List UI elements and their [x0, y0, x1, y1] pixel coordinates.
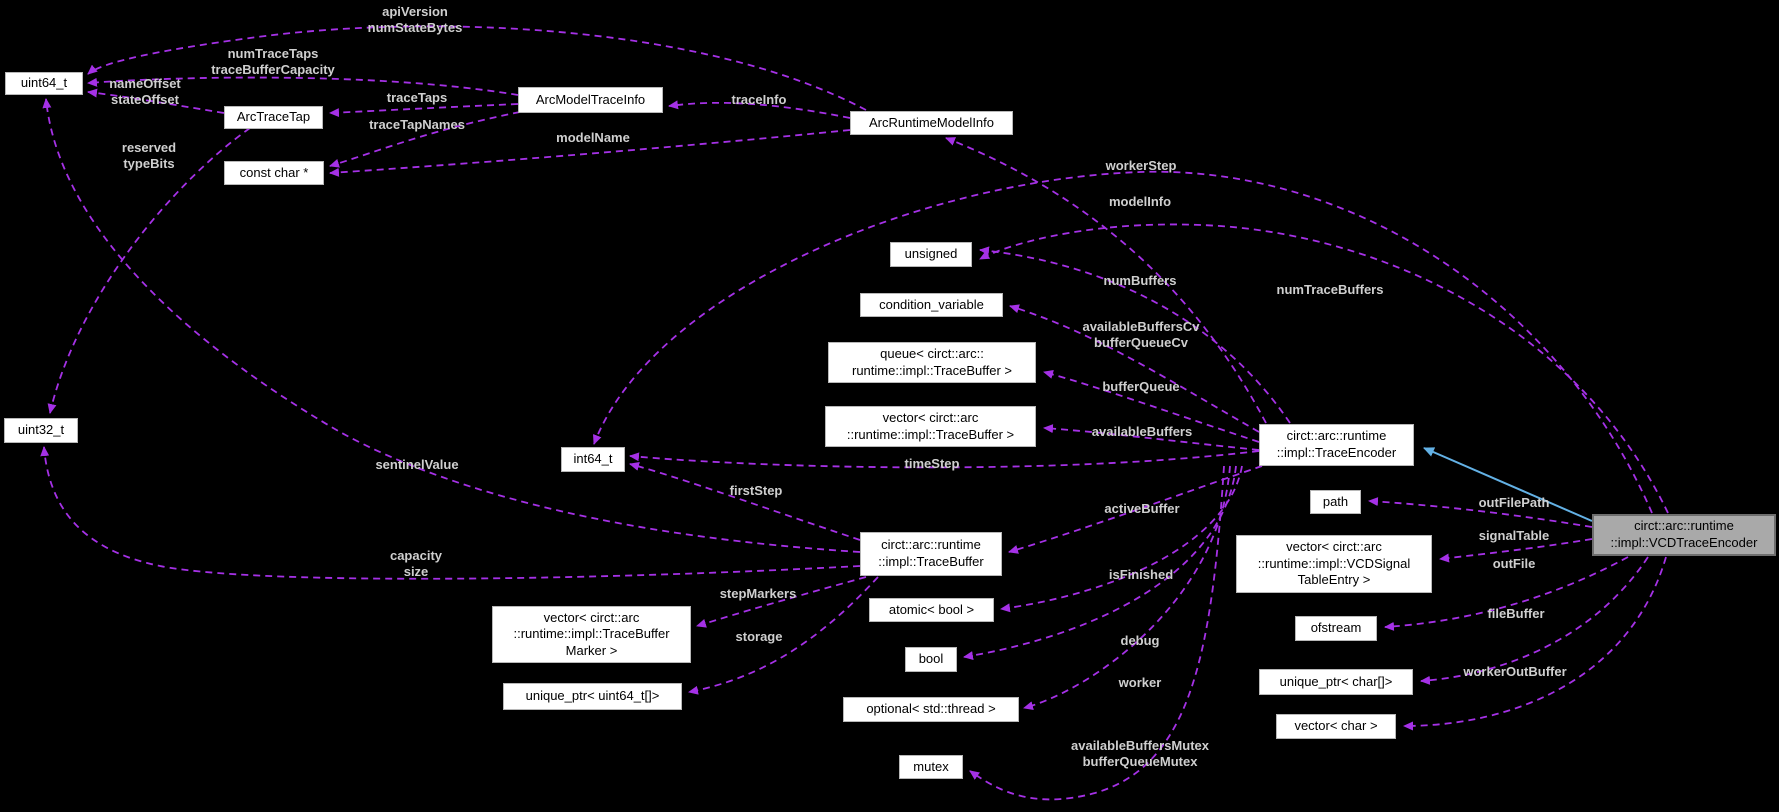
edge-label-numtracetaps: numTraceTaps traceBufferCapacity: [211, 46, 335, 77]
edge-tracetaps: [329, 103, 519, 118]
edge-nameoffset: [87, 88, 225, 114]
node-vcdtraceencoder[interactable]: circt::arc::runtime ::impl::VCDTraceEnco…: [1592, 514, 1776, 556]
edge-label-workeroutbuffer: workerOutBuffer: [1463, 664, 1567, 679]
edge-label-sentinelvalue: sentinelValue: [375, 457, 459, 472]
node-int64-t[interactable]: int64_t: [561, 447, 625, 472]
node-unique-ptr-uint64[interactable]: unique_ptr< uint64_t[]>: [503, 683, 682, 710]
edge-numtracebuffers: [979, 223, 1669, 514]
node-optional-thread[interactable]: optional< std::thread >: [843, 697, 1019, 722]
edge-label-outfilepath: outFilePath: [1478, 495, 1550, 510]
edge-label-numbuffers: numBuffers: [1103, 273, 1177, 288]
edge-outfile: [1384, 556, 1629, 631]
node-traceencoder[interactable]: circt::arc::runtime ::impl::TraceEncoder: [1259, 424, 1414, 466]
edge-label-mutexes: availableBuffersMutex bufferQueueMutex: [1071, 738, 1209, 769]
edge-label-availablebufferscv: availableBuffersCv bufferQueueCv: [1082, 319, 1200, 350]
edge-activebuffer: [1008, 465, 1263, 554]
edge-reserved: [47, 127, 251, 414]
node-unique-ptr-char[interactable]: unique_ptr< char[]>: [1259, 669, 1413, 695]
node-arcmodeltraceinfo[interactable]: ArcModelTraceInfo: [518, 87, 663, 113]
node-vector-char[interactable]: vector< char >: [1276, 714, 1396, 739]
node-uint32-t[interactable]: uint32_t: [4, 418, 78, 443]
node-vector-tracebuffermarker[interactable]: vector< circt::arc ::runtime::impl::Trac…: [492, 606, 691, 663]
node-queue-tracebuffer[interactable]: queue< circt::arc:: runtime::impl::Trace…: [828, 342, 1036, 383]
edge-workeroutbuffer: [1403, 556, 1667, 731]
edge-timestep: [629, 450, 1260, 469]
edge-label-firststep: firstStep: [729, 483, 783, 498]
node-atomic-bool[interactable]: atomic< bool >: [869, 598, 994, 622]
edge-label-nameoffset: nameOffset stateOffset: [109, 76, 181, 107]
edge-filebuffer: [1420, 556, 1649, 685]
edge-modelname: [329, 129, 851, 177]
edge-label-modelname: modelName: [556, 130, 630, 145]
node-vector-vcdsignaltableentry[interactable]: vector< circt::arc ::runtime::impl::VCDS…: [1236, 535, 1432, 593]
node-bool[interactable]: bool: [905, 647, 957, 672]
node-arcruntimemodelinfo[interactable]: ArcRuntimeModelInfo: [850, 111, 1013, 135]
edge-signaltable: [1439, 538, 1593, 563]
edge-label-worker: worker: [1118, 675, 1162, 690]
edge-outfilepath: [1368, 497, 1593, 528]
edge-label-filebuffer: fileBuffer: [1487, 606, 1545, 621]
edge-label-reserved: reserved typeBits: [121, 140, 177, 171]
edge-label-capacity: capacity size: [389, 548, 443, 579]
edge-workerstep: [593, 170, 1653, 514]
edge-inheritance: [1423, 447, 1593, 522]
node-const-char-ptr[interactable]: const char *: [224, 161, 324, 185]
edge-label-tracetapnames: traceTapNames: [369, 117, 465, 132]
edge-label-signaltable: signalTable: [1478, 528, 1550, 543]
edge-firststep: [629, 461, 861, 541]
edge-label-bufferqueue: bufferQueue: [1102, 379, 1180, 394]
node-tracebuffer[interactable]: circt::arc::runtime ::impl::TraceBuffer: [860, 532, 1002, 576]
edge-label-stepmarkers: stepMarkers: [719, 586, 797, 601]
edge-label-outfile: outFile: [1492, 556, 1536, 571]
edge-label-tracetaps: traceTaps: [386, 90, 448, 105]
edge-label-workerstep: workerStep: [1105, 158, 1177, 173]
edge-label-isfinished: isFinished: [1108, 567, 1174, 582]
edge-modelinfo: [945, 137, 1267, 424]
edge-label-apiversion: apiVersion numStateBytes: [367, 4, 463, 35]
node-path[interactable]: path: [1310, 490, 1361, 514]
edge-apiversion: [87, 25, 867, 111]
edge-storage: [688, 576, 879, 695]
edge-numtracetaps: [87, 76, 519, 96]
edge-label-debug: debug: [1120, 633, 1160, 648]
edge-availablebuffers: [1043, 424, 1260, 451]
edge-label-availablebuffers: availableBuffers: [1091, 424, 1193, 439]
edge-numbuffers: [979, 246, 1291, 424]
edge-tracetapnames: [329, 111, 521, 168]
node-vector-tracebuffer[interactable]: vector< circt::arc ::runtime::impl::Trac…: [825, 406, 1036, 447]
edge-mutexes: [969, 465, 1225, 801]
edge-label-traceinfo: traceInfo: [731, 92, 787, 107]
node-unsigned[interactable]: unsigned: [890, 242, 972, 267]
edge-traceinfo: [668, 100, 851, 119]
edge-label-activebuffer: activeBuffer: [1104, 501, 1180, 516]
edge-debug: [963, 465, 1237, 660]
edge-isfinished: [1000, 465, 1243, 613]
edge-label-numtracebuffers: numTraceBuffers: [1276, 282, 1384, 297]
node-ofstream[interactable]: ofstream: [1295, 616, 1377, 641]
node-mutex[interactable]: mutex: [899, 755, 963, 779]
edge-label-modelinfo: modelInfo: [1108, 194, 1172, 209]
edge-bufferqueue: [1043, 370, 1260, 443]
node-uint64-t[interactable]: uint64_t: [5, 72, 83, 95]
edge-label-timestep: timeStep: [904, 456, 960, 471]
node-arctracetap[interactable]: ArcTraceTap: [224, 106, 323, 129]
edge-stepmarkers: [696, 576, 867, 628]
edge-label-storage: storage: [735, 629, 783, 644]
node-condition-variable[interactable]: condition_variable: [860, 293, 1003, 317]
